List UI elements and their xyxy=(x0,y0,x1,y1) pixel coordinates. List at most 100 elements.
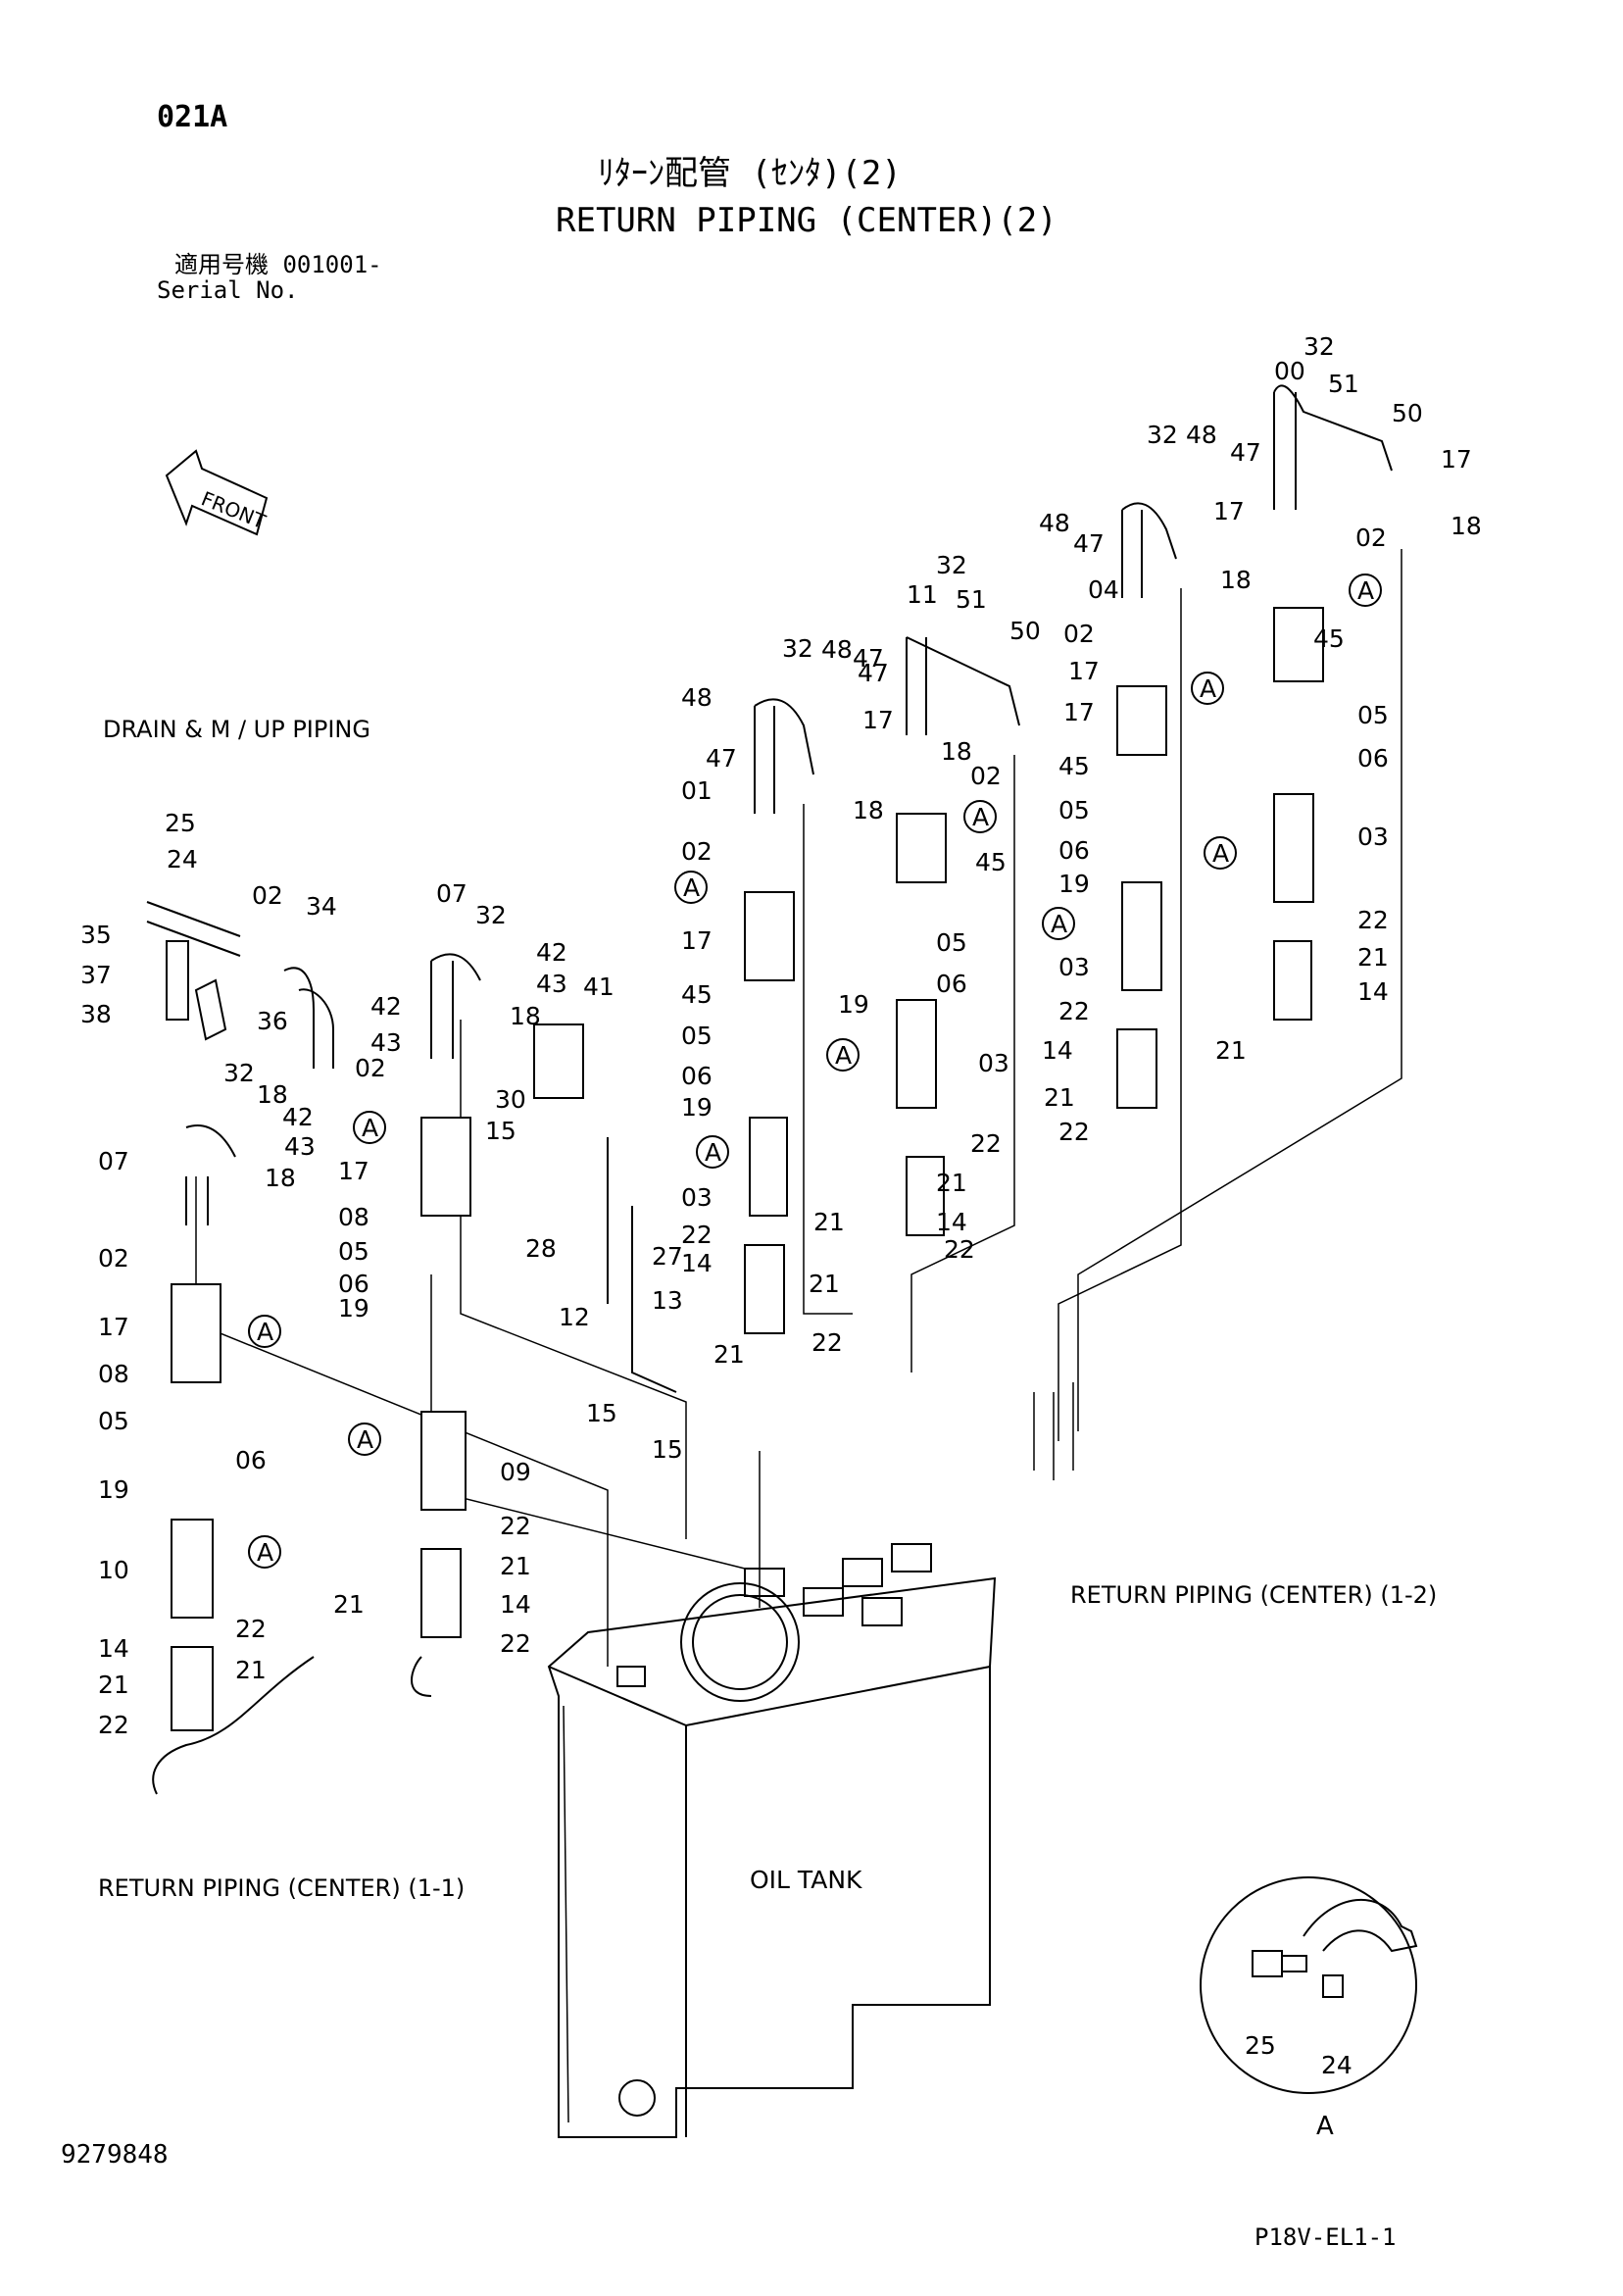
oil-tank xyxy=(547,1543,997,2138)
svg-text:47: 47 xyxy=(706,744,737,773)
svg-text:03: 03 xyxy=(1357,823,1389,851)
title-english: RETURN PIPING (CENTER)(2) xyxy=(556,201,1057,240)
svg-text:45: 45 xyxy=(975,848,1007,876)
svg-text:A: A xyxy=(972,803,989,831)
serial-label-japanese: 適用号機 001001- xyxy=(174,251,382,278)
svg-text:13: 13 xyxy=(652,1286,683,1315)
svg-text:06: 06 xyxy=(936,970,967,998)
svg-text:17: 17 xyxy=(98,1313,129,1341)
svg-text:41: 41 xyxy=(583,973,615,1001)
svg-text:A: A xyxy=(1357,576,1374,605)
callout-numbers: 32 00 51 50 48 47 17 02 18 45 05 06 03 2… xyxy=(80,332,1482,1739)
svg-text:42: 42 xyxy=(536,938,567,967)
svg-text:02: 02 xyxy=(1355,524,1387,552)
svg-text:21: 21 xyxy=(98,1671,129,1699)
svg-text:14: 14 xyxy=(500,1590,531,1619)
pipe-assemblies xyxy=(146,384,1393,1731)
svg-text:06: 06 xyxy=(338,1270,369,1298)
svg-text:21: 21 xyxy=(235,1656,267,1684)
svg-text:05: 05 xyxy=(1058,796,1090,824)
svg-text:00: 00 xyxy=(1274,357,1305,385)
svg-text:05: 05 xyxy=(338,1237,369,1266)
svg-text:18: 18 xyxy=(1220,566,1252,594)
svg-text:45: 45 xyxy=(1313,624,1345,653)
return-piping-1-1-label: RETURN PIPING (CENTER) (1-1) xyxy=(98,1874,466,1902)
svg-text:03: 03 xyxy=(681,1183,713,1212)
svg-text:02: 02 xyxy=(98,1244,129,1273)
svg-text:15: 15 xyxy=(485,1117,516,1145)
view-a-markers: A A A A A A A A A A A A xyxy=(248,574,1382,1569)
svg-text:02: 02 xyxy=(1063,620,1095,648)
svg-text:32: 32 xyxy=(1303,332,1335,361)
svg-text:14: 14 xyxy=(1357,977,1389,1006)
svg-text:51: 51 xyxy=(1328,370,1359,398)
title-japanese: ﾘﾀｰﾝ配管 (ｾﾝﾀ)(2) xyxy=(598,154,902,193)
svg-text:32: 32 xyxy=(223,1059,255,1087)
svg-text:35: 35 xyxy=(80,921,112,949)
svg-text:22: 22 xyxy=(500,1629,531,1658)
svg-text:22: 22 xyxy=(944,1235,975,1264)
svg-text:14: 14 xyxy=(98,1634,129,1663)
svg-text:22: 22 xyxy=(500,1512,531,1540)
svg-text:18: 18 xyxy=(941,737,972,766)
return-piping-1-2-label: RETURN PIPING (CENTER) (1-2) xyxy=(1070,1581,1438,1609)
svg-text:43: 43 xyxy=(536,970,567,998)
svg-text:47: 47 xyxy=(858,659,889,687)
svg-text:48: 48 xyxy=(821,635,853,664)
svg-text:37: 37 xyxy=(80,961,112,989)
svg-text:21: 21 xyxy=(813,1208,845,1236)
svg-text:01: 01 xyxy=(681,776,713,805)
svg-text:43: 43 xyxy=(284,1132,316,1161)
svg-text:10: 10 xyxy=(98,1556,129,1584)
svg-text:18: 18 xyxy=(510,1002,541,1030)
svg-text:21: 21 xyxy=(936,1169,967,1197)
svg-text:17: 17 xyxy=(1441,445,1472,474)
svg-text:25: 25 xyxy=(165,809,196,837)
svg-text:02: 02 xyxy=(970,762,1002,790)
svg-text:42: 42 xyxy=(370,992,402,1021)
svg-text:12: 12 xyxy=(559,1303,590,1331)
svg-text:A: A xyxy=(1212,839,1229,868)
svg-text:42: 42 xyxy=(282,1103,314,1131)
svg-text:08: 08 xyxy=(338,1203,369,1231)
svg-text:22: 22 xyxy=(1357,906,1389,934)
svg-text:A: A xyxy=(705,1138,721,1167)
svg-text:22: 22 xyxy=(1058,997,1090,1025)
svg-text:32: 32 xyxy=(782,634,813,663)
svg-text:03: 03 xyxy=(1058,953,1090,981)
front-arrow: FRONT xyxy=(165,449,270,536)
drain-piping-label: DRAIN & M / UP PIPING xyxy=(103,716,370,743)
svg-text:34: 34 xyxy=(306,892,337,921)
svg-text:21: 21 xyxy=(713,1340,745,1369)
svg-text:A: A xyxy=(357,1425,373,1454)
return-lines xyxy=(152,549,1402,1795)
svg-text:22: 22 xyxy=(1058,1118,1090,1146)
svg-text:A: A xyxy=(835,1041,852,1070)
svg-text:17: 17 xyxy=(862,706,894,734)
svg-text:48: 48 xyxy=(681,683,713,712)
svg-text:09: 09 xyxy=(500,1458,531,1486)
svg-text:25: 25 xyxy=(1245,2031,1276,2060)
svg-text:A: A xyxy=(362,1114,378,1142)
svg-text:14: 14 xyxy=(1042,1036,1073,1065)
detail-a-label: A xyxy=(1316,2112,1334,2141)
svg-text:04: 04 xyxy=(1088,575,1119,604)
svg-text:06: 06 xyxy=(235,1446,267,1474)
svg-text:03: 03 xyxy=(978,1049,1009,1077)
svg-text:19: 19 xyxy=(681,1093,713,1122)
svg-text:18: 18 xyxy=(257,1080,288,1109)
svg-text:32: 32 xyxy=(936,551,967,579)
svg-text:05: 05 xyxy=(1357,701,1389,729)
svg-text:19: 19 xyxy=(838,990,869,1019)
svg-text:17: 17 xyxy=(681,926,713,955)
svg-text:47: 47 xyxy=(853,644,884,673)
svg-text:21: 21 xyxy=(1357,943,1389,972)
svg-text:05: 05 xyxy=(681,1022,713,1050)
svg-text:06: 06 xyxy=(681,1062,713,1090)
svg-text:02: 02 xyxy=(252,881,283,910)
figure-code: P18V-EL1-1 xyxy=(1254,2223,1397,2251)
svg-text:21: 21 xyxy=(809,1270,840,1298)
svg-text:38: 38 xyxy=(80,1000,112,1028)
svg-text:07: 07 xyxy=(436,879,467,908)
serial-label-english: Serial No. xyxy=(157,276,299,304)
